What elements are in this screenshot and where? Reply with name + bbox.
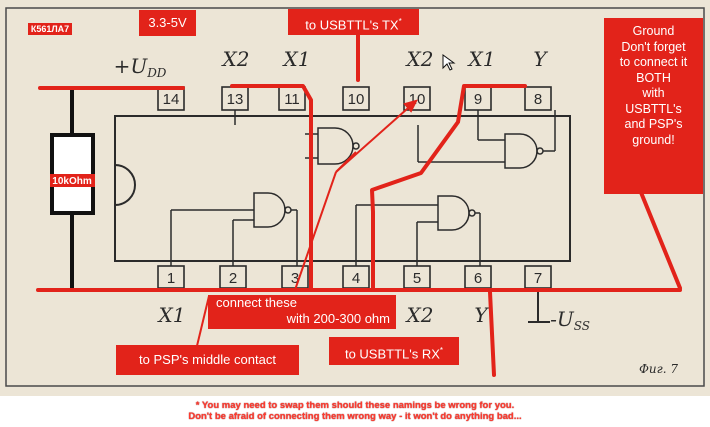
- ground-note-line-3: to connect it: [619, 55, 688, 69]
- ground-note-line-6: USBTTL's: [625, 101, 682, 116]
- ground-symbol: [528, 288, 550, 323]
- pin-label-x2-top-right: X2: [405, 47, 434, 71]
- connect-resistor-note: connect these with 200-300 ohm: [208, 295, 396, 329]
- red-wiring: [36, 28, 682, 377]
- ground-note: Ground Don't forget to connect it BOTH w…: [604, 18, 703, 194]
- pin-number-4: 4: [352, 270, 360, 287]
- pin-number-5: 5: [413, 270, 421, 287]
- ic-body: [114, 115, 571, 262]
- resistor-label-box: [50, 174, 95, 187]
- vdd-label: +UDD: [114, 54, 167, 80]
- ground-note-line-2: Don't forget: [621, 39, 686, 54]
- pin-number-7: 7: [534, 270, 542, 287]
- vss-label: -USS: [550, 307, 590, 333]
- connect-note-line-2: with 200-300 ohm: [286, 311, 390, 326]
- chip-name: К561ЛА7: [31, 24, 69, 34]
- pin-number-11: 11: [284, 91, 300, 108]
- usbttl-tx-text: to USBTTL's TX: [305, 17, 399, 33]
- ground-note-line-1: Ground: [632, 24, 675, 38]
- pin-number-1: 1: [167, 270, 175, 287]
- pin-label-y-top: Y: [533, 47, 548, 71]
- pin-number-8: 8: [534, 91, 542, 108]
- paper-background: [0, 0, 710, 396]
- ground-note-line-7: and PSP's: [624, 117, 683, 131]
- footnote-line-2: Don't be afraid of connecting them wrong…: [188, 411, 522, 422]
- usbttl-tx-note: to USBTTL's TX*: [288, 9, 419, 35]
- connect-note-line-1: connect these: [216, 295, 297, 310]
- usbttl-tx-asterisk: *: [398, 17, 402, 26]
- pin-number-2: 2: [229, 270, 237, 287]
- nand-gates: [170, 110, 556, 266]
- pin-label-x1-top-right: X1: [467, 47, 496, 71]
- pin-number-10a: 10: [348, 91, 365, 108]
- usbttl-rx-asterisk: *: [439, 346, 444, 355]
- ground-note-line-8: ground!: [632, 132, 675, 147]
- footnote-line-1: * You may need to swap them should these…: [195, 400, 515, 411]
- pin-label-x2-bottom-right: X2: [405, 303, 434, 327]
- ic-notch: [114, 164, 136, 206]
- usbttl-rx-note: to USBTTL's RX*: [329, 337, 459, 365]
- usbttl-rx-text: to USBTTL's RX: [344, 346, 440, 362]
- pin-label-x1-bottom-left: X1: [157, 303, 186, 327]
- ground-note-line-5: with: [642, 86, 665, 100]
- resistor-label: 10kOhm: [52, 176, 92, 187]
- figure-caption: Фиг. 7: [638, 362, 678, 376]
- pin-number-9: 9: [474, 91, 482, 108]
- supply-voltage-note: 3.3-5V: [139, 10, 196, 36]
- pin-label-x1-top-left: X1: [282, 47, 311, 71]
- pin-label-y-bottom: Y: [474, 303, 489, 327]
- psp-contact-note: to PSP's middle contact: [116, 345, 299, 375]
- footnote: * You may need to swap them should these…: [0, 400, 710, 422]
- pin-number-14: 14: [163, 91, 180, 108]
- ground-note-line-4: BOTH: [636, 70, 671, 85]
- mouse-cursor: [442, 54, 456, 71]
- paper-frame: [5, 7, 705, 387]
- pin-label-x2-top-left: X2: [221, 47, 250, 71]
- pin-number-3: 3: [291, 270, 299, 287]
- connector-arrows: [195, 99, 418, 351]
- pin-number-6: 6: [474, 270, 482, 287]
- chip-name-box: [28, 23, 72, 35]
- pin-number-13: 13: [227, 91, 244, 108]
